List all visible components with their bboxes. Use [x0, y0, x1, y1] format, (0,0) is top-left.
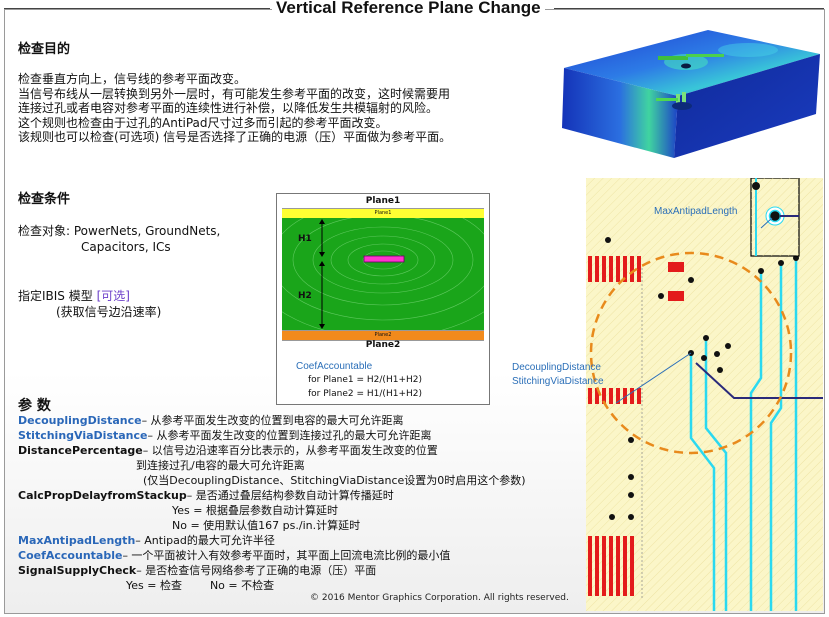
param-desc-distance-pct: – 以信号边沿速率百分比表示的，从参考平面发生改变的位置 [142, 444, 438, 457]
check-target-label: 检查对象: PowerNets, GroundNets, [18, 224, 221, 238]
coef-accountable-label: CoefAccountable [296, 361, 373, 372]
title-rule-right [554, 8, 824, 9]
check-target-line-2: Capacitors, ICs [81, 239, 171, 254]
param-row-signal-supply: SignalSupplyCheck– 是否检查信号网络参考了正确的电源（压）平面 [18, 563, 376, 578]
purpose-heading: 检查目的 [18, 42, 71, 57]
param-desc-calcprop-no: No = 使用默认值167 ps./in.计算延时 [172, 519, 361, 532]
3d-board-image [562, 30, 820, 158]
param-name-coef: CoefAccountable [18, 549, 123, 562]
coef-formula-plane1: for Plane1 = H2/(H1+H2) [308, 375, 422, 385]
purpose-line-5: 该规则也可以检查(可选项) 信号是否选择了正确的电源（压）平面做为参考平面。 [18, 130, 452, 144]
plane2-strip: Plane2 [282, 330, 484, 341]
param-row-stitching: StitchingViaDistance– 从参考平面发生改变的位置到连接过孔的… [18, 428, 432, 443]
param-row-max-antipad: MaxAntipadLength– Antipad的最大可允许半径 [18, 533, 275, 548]
plane2-title: Plane2 [365, 340, 401, 350]
param-desc-calcprop-yes: Yes = 根据叠层参数自动计算延时 [172, 504, 338, 517]
copyright: © 2016 Mentor Graphics Corporation. All … [310, 593, 569, 603]
title-bar: Vertical Reference Plane Change [0, 0, 829, 18]
param-row-decoupling: DecouplingDistance– 从参考平面发生改变的位置到电容的最大可允… [18, 413, 404, 428]
purpose-line-1: 检查垂直方向上，信号线的参考平面改变。 [18, 72, 247, 86]
param-name-calcprop: CalcPropDelayfromStackup [18, 489, 187, 502]
param-name-decoupling: DecouplingDistance [18, 414, 142, 427]
param-desc-coef: – 一个平面被计入有效参考平面时，其平面上回流电流比例的最小值 [122, 549, 451, 562]
conditions-heading: 检查条件 [18, 192, 71, 207]
purpose-line-2: 当信号布线从一层转换到另外一层时，有可能发生参考平面的改变，这时候需要用 [18, 86, 451, 101]
max-antipad-label: MaxAntipadLength [654, 206, 738, 217]
title-rule-left [4, 8, 270, 9]
decoupling-distance-label: DecouplingDistance [512, 362, 601, 373]
param-row-distance-pct: DistancePercentage– 以信号边沿速率百分比表示的，从参考平面发… [18, 443, 438, 458]
h2-label: H2 [298, 291, 312, 301]
plane1-title: Plane1 [365, 196, 401, 206]
param-desc-stitching: – 从参考平面发生改变的位置到连接过孔的最大可允许距离 [147, 429, 432, 442]
params-heading: 参 数 [18, 398, 51, 414]
param-desc-max-antipad: – Antipad的最大可允许半径 [135, 534, 275, 547]
param-row-calcprop: CalcPropDelayfromStackup– 是否通过叠层结构参数自动计算… [18, 488, 394, 503]
ibis-optional-tag: [可选] [96, 289, 130, 303]
param-desc-signal-supply: – 是否检查信号网络参考了正确的电源（压）平面 [136, 564, 377, 577]
stackup-figure: Plane1 Plane1 H1 H2 Plane2 Plane2 CoefAc… [276, 193, 490, 405]
param-desc-signal-supply-values: Yes = 检查 No = 不检查 [126, 579, 275, 592]
param-desc-distance-pct-3: (仅当DecouplingDistance、StitchingViaDistan… [143, 474, 526, 487]
param-name-distance-pct: DistancePercentage [18, 444, 143, 457]
purpose-line-3: 连接过孔或者电容对参考平面的连续性进行补偿，以降低发生共模辐射的风险。 [18, 101, 439, 115]
param-name-max-antipad: MaxAntipadLength [18, 534, 136, 547]
stitching-via-distance-label: StitchingViaDistance [512, 376, 604, 387]
purpose-line-4: 这个规则也检查由于过孔的AntiPad尺寸过多而引起的参考平面改变。 [18, 115, 388, 130]
param-name-stitching: StitchingViaDistance [18, 429, 148, 442]
param-desc-distance-pct-2: 到连接过孔/电容的最大可允许距离 [136, 459, 305, 472]
ibis-model-line: 指定IBIS 模型 [可选] [18, 289, 130, 304]
param-row-coef: CoefAccountable– 一个平面被计入有效参考平面时，其平面上回流电流… [18, 548, 450, 563]
param-desc-calcprop: – 是否通过叠层结构参数自动计算传播延时 [186, 489, 394, 502]
coef-formula-plane2: for Plane2 = H1/(H1+H2) [308, 389, 422, 399]
dielectric-green [282, 218, 484, 330]
page-title: Vertical Reference Plane Change [272, 0, 545, 18]
param-desc-decoupling: – 从参考平面发生改变的位置到电容的最大可允许距离 [141, 414, 404, 427]
param-name-signal-supply: SignalSupplyCheck [18, 564, 137, 577]
ibis-note: (获取信号边沿速率) [56, 304, 162, 319]
layout-figure [586, 178, 823, 611]
ibis-label: 指定IBIS 模型 [18, 289, 97, 303]
h1-label: H1 [298, 234, 312, 244]
